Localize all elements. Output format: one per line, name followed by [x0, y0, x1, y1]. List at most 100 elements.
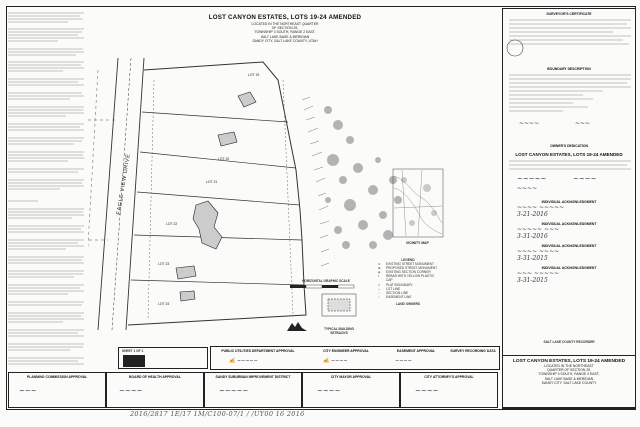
lot-line — [130, 279, 305, 286]
graphic-scale-label: HORIZONTAL GRAPHIC SCALE — [302, 279, 350, 283]
surveyor-cert-label: SURVEYOR'S CERTIFICATE — [546, 12, 592, 16]
legend-item: ⊙EXISTING STREET MONUMENT — [378, 262, 434, 267]
approval-strip: PUBLIC UTILITIES DEPARTMENT APPROVAL CIT… — [210, 346, 500, 370]
approval-label: CITY ATTORNEY'S APPROVAL — [424, 375, 474, 379]
lot-line — [136, 191, 301, 206]
plat-drawing: LOT 19 LOT 20 LOT 21 LOT 22 LOT 23 LOT 2… — [88, 57, 402, 331]
subtitle-line: SANDY CITY, SALT LAKE COUNTY, UTAH — [252, 38, 318, 43]
setback-diagram — [321, 293, 357, 317]
subtitle-line: TOWNSHIP 3 SOUTH, RANGE 2 EAST, — [254, 30, 316, 35]
easement-line — [282, 79, 294, 316]
approval-box: PLANNING COMMISSION APPROVAL ~~~ — [8, 372, 106, 408]
approval-label: BOARD OF HEALTH APPROVAL — [129, 375, 181, 379]
ack-label: INDIVIDUAL ACKNOWLEDGMENT — [541, 222, 597, 226]
engineer-approval-label: CITY ENGINEER APPROVAL — [323, 349, 369, 353]
signature: ✍ ~~~~~ — [229, 358, 258, 364]
legend-text: LOT LINE — [386, 286, 401, 291]
utilities-approval-label: PUBLIC UTILITIES DEPARTMENT APPROVAL — [221, 349, 295, 353]
easement-line — [147, 79, 155, 321]
legend-text: EASEMENT LINE — [386, 294, 412, 299]
approval-box: SANDY SUBURBAN IMPROVEMENT DISTRICT ~~~~… — [204, 372, 302, 408]
title-block-project: LOST CANYON ESTATES, LOTS 19-24 AMENDED — [512, 359, 626, 364]
boundary-desc-label: BOUNDARY DESCRIPTION — [547, 67, 591, 71]
vicinity-label: VICINITY MAP — [406, 241, 429, 245]
legend-item: •REBAR WITH YELLOW PLASTIC CAP — [378, 274, 435, 283]
ack-date: 3-31-2015 — [517, 277, 548, 284]
lot-label: LOT 24 — [158, 302, 169, 306]
approval-label: CITY MAYOR APPROVAL — [330, 375, 372, 379]
dedication-title: LOST CANYON ESTATES, LOTS 19-24 AMENDED — [515, 152, 623, 157]
ack-signature: ~~~~~ ~~~ — [517, 226, 560, 233]
boundary-desc-text: ~~~~ ~~~ — [509, 74, 631, 127]
title-block-sub: LOCATED IN THE NORTHEAST — [544, 364, 594, 368]
svg-text:~~~~: ~~~~ — [573, 175, 597, 183]
svg-text:~~~~~: ~~~~~ — [517, 175, 546, 183]
ack-label: INDIVIDUAL ACKNOWLEDGMENT — [541, 266, 597, 270]
ack-signature: ~~~~ ~~~~ — [517, 248, 560, 255]
lot-line — [139, 151, 297, 169]
terrain-texture — [324, 106, 402, 249]
slope-hatch — [301, 96, 330, 267]
notes-column — [8, 9, 88, 369]
title-block: LOST CANYON ESTATES, LOTS 19-24 AMENDED … — [502, 355, 636, 409]
footer-handwritten-note: 2016/2817 1E/17 1M/C100-07/1 / /UY00 16 … — [130, 410, 305, 418]
building-footprint — [179, 290, 196, 302]
north-arrow-logo — [287, 322, 307, 331]
sheet-info-block: SHEET 1 OF 1 — [118, 347, 208, 369]
title-block-sub: SALT LAKE BASE & MERIDIAN — [544, 376, 594, 381]
ack-signature: ~~~~ ~~~~~ — [517, 204, 565, 211]
signature: ~~~~~ — [219, 387, 249, 395]
lot-label: LOT 23 — [158, 262, 169, 266]
legend-text: EXISTING SECTION CORNER — [386, 270, 431, 275]
signature: ~~~~ — [119, 387, 143, 395]
svg-text:~~~~: ~~~~ — [519, 120, 539, 127]
svg-text:~~~: ~~~ — [575, 120, 590, 127]
building-footprint — [175, 265, 197, 280]
lot-line — [141, 111, 289, 123]
approval-label: PLANNING COMMISSION APPROVAL — [26, 375, 88, 379]
ack-date: 3-21-2016 — [517, 211, 548, 218]
legend-text: SECTION LINE — [386, 290, 409, 295]
approval-box: CITY ATTORNEY'S APPROVAL ~~~~ — [400, 372, 498, 408]
dedication-text: ~~~~~ ~~~~ ~~~~ — [509, 160, 631, 192]
legend-item: ━PLAT BOUNDARY — [378, 282, 413, 287]
ack-date: 3-31-2015 — [517, 255, 548, 262]
plat-subtitle: LOCATED IN THE NORTHEAST QUARTER OF SECT… — [200, 22, 370, 43]
signature: ~~~~ — [395, 358, 412, 364]
subtitle-line: SALT LAKE BASE & MERIDIAN — [260, 34, 310, 39]
ack-label: INDIVIDUAL ACKNOWLEDGMENT — [541, 200, 597, 204]
title-block-sub: QUARTER OF SECTION 29, — [547, 368, 591, 373]
legend-item: ⊕PROPOSED STREET MONUMENT — [378, 266, 438, 271]
owners-dedication-label: OWNER'S DEDICATION — [550, 144, 588, 148]
vicinity-map: VICINITY MAP — [392, 168, 444, 245]
approval-label: SANDY SUBURBAN IMPROVEMENT DISTRICT — [215, 375, 291, 379]
signature: ~~~~ — [415, 387, 439, 395]
street-east-line — [125, 57, 145, 331]
street-label: EAGLE VIEW DRIVE — [116, 153, 132, 215]
lot-label: LOT 19 — [248, 73, 259, 77]
signature: ✍ ~~~~ — [323, 358, 348, 364]
lot-label: LOT 21 — [206, 180, 217, 184]
ack-signature: ~~~ ~~~~~ — [517, 270, 560, 277]
easement-approval-label: EASEMENT APPROVAL — [396, 349, 436, 353]
legend-text: PLAT BOUNDARY — [386, 282, 413, 287]
approval-box: BOARD OF HEALTH APPROVAL ~~~~ — [106, 372, 204, 408]
ack-date: 3-31-2016 — [517, 233, 548, 240]
approvals-row: PLANNING COMMISSION APPROVAL ~~~ BOARD O… — [8, 372, 498, 408]
legend-text: REBAR WITH YELLOW PLASTIC CAP — [386, 274, 435, 283]
setback-label: TYPICAL BUILDING SETBACKS — [324, 327, 354, 336]
adjacent-line — [88, 69, 99, 252]
street-west-line — [97, 57, 119, 331]
title-block-sub: TOWNSHIP 3 SOUTH, RANGE 2 EAST, — [538, 372, 600, 377]
legend-text: EXISTING STREET MONUMENT — [386, 262, 434, 267]
recorder-label: SALT LAKE COUNTY RECORDER — [543, 340, 595, 344]
legend-item: ◈EXISTING SECTION CORNER — [378, 270, 431, 275]
building-footprint — [237, 91, 257, 108]
building-footprint — [192, 200, 223, 250]
legend-item: ╌EASEMENT LINE — [378, 294, 412, 299]
plat-title: LOST CANYON ESTATES, LOTS 19-24 AMENDED — [208, 14, 362, 21]
legend-title: LEGEND — [401, 258, 415, 262]
legend-item: ─LOT LINE — [378, 286, 401, 291]
firm-logo — [123, 355, 145, 367]
